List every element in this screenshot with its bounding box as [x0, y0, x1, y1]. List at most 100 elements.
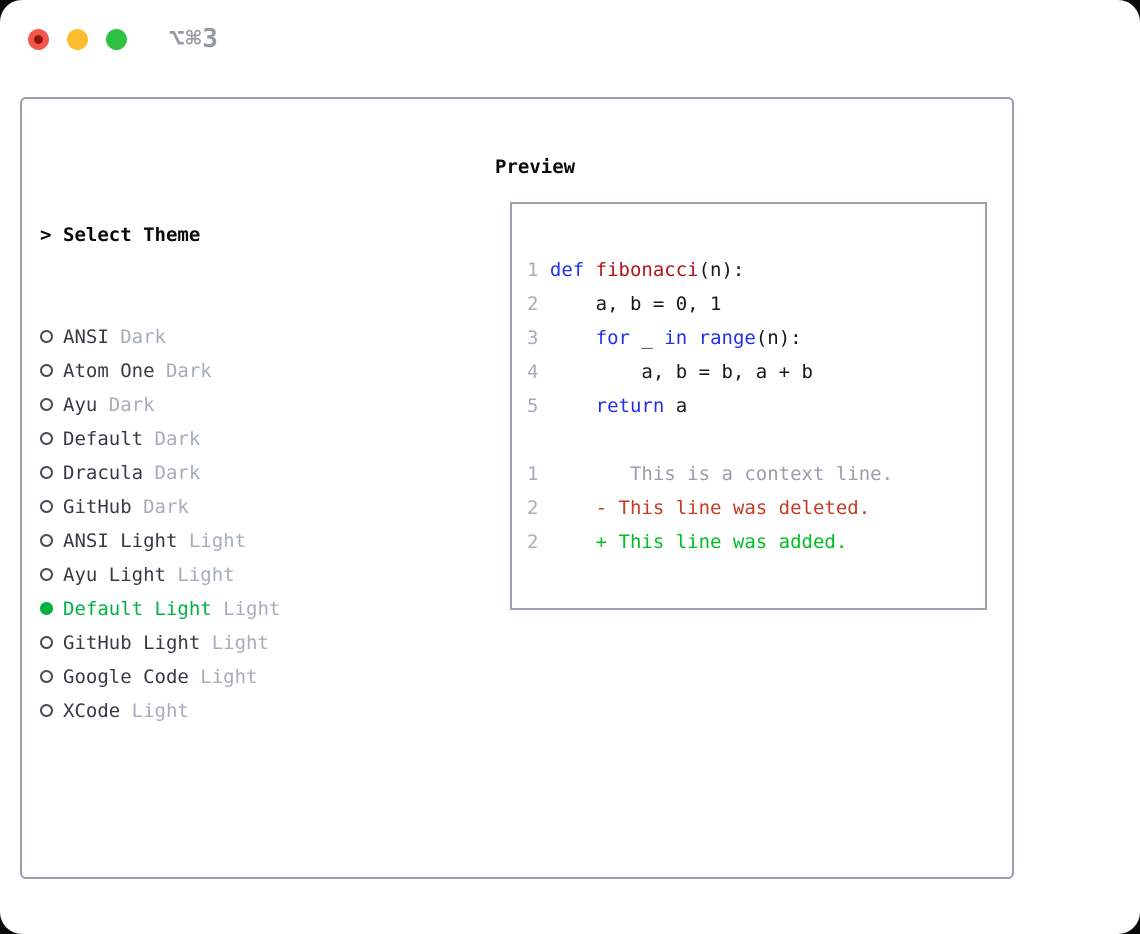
- radio-icon: [40, 432, 53, 445]
- close-button[interactable]: [28, 28, 49, 50]
- code-line: 3 for _ in range(n):: [527, 321, 985, 355]
- option-label: Default: [63, 428, 144, 450]
- radio-icon: [40, 636, 53, 649]
- radio-icon: [40, 398, 53, 411]
- titlebar: ⌥⌘3: [28, 24, 219, 54]
- line-number: 4: [527, 361, 539, 383]
- option-label: GitHub Light: [63, 632, 201, 654]
- option-tag: Dark: [143, 428, 201, 450]
- code-token-kw: range: [698, 327, 756, 349]
- theme-option[interactable]: Ayu Light Light: [40, 558, 360, 592]
- window-title: ⌥⌘3: [169, 24, 219, 54]
- code-token-plain: (n):: [755, 327, 802, 349]
- option-tag: Light: [177, 530, 247, 552]
- code-line: 2 - This line was deleted.: [527, 491, 985, 525]
- option-label: XCode: [63, 700, 121, 722]
- zoom-button[interactable]: [106, 28, 127, 50]
- theme-option[interactable]: GitHub Light Light: [40, 626, 360, 660]
- theme-option[interactable]: Atom One Dark: [40, 354, 360, 388]
- theme-option[interactable]: Ayu Dark: [40, 388, 360, 422]
- option-label: Dracula: [63, 462, 144, 484]
- line-number: 1: [527, 463, 539, 485]
- code-token-kw: in: [664, 327, 688, 349]
- code-line: 2 a, b = 0, 1: [527, 287, 985, 321]
- code-line: 1 def fibonacci(n):: [527, 253, 985, 287]
- code-line: 4 a, b = b, a + b: [527, 355, 985, 389]
- code-line: 1 This is a context line.: [527, 457, 985, 491]
- option-label: ANSI: [63, 326, 109, 348]
- theme-option[interactable]: ANSI Dark: [40, 320, 360, 354]
- code-token-kw: for: [595, 327, 630, 349]
- prompt-icon: >: [40, 224, 52, 246]
- code-token-kw: return: [595, 395, 665, 417]
- line-number: 2: [527, 531, 539, 553]
- line-number: 2: [527, 497, 539, 519]
- option-label: Default Light: [63, 598, 212, 620]
- code-token-fn: fibonacci: [595, 259, 699, 281]
- theme-option[interactable]: Default Light Light: [40, 592, 360, 626]
- code-token-kw: def: [549, 259, 585, 281]
- code-line: 5 return a: [527, 389, 985, 423]
- code-token-add: + This line was added.: [549, 531, 848, 553]
- option-label: GitHub: [63, 496, 132, 518]
- option-label: Atom One: [63, 360, 155, 382]
- radio-icon: [40, 330, 53, 343]
- option-tag: Light: [120, 700, 189, 722]
- theme-option[interactable]: GitHub Dark: [40, 490, 360, 524]
- theme-option[interactable]: Default Dark: [40, 422, 360, 456]
- line-number: 5: [527, 395, 539, 417]
- code-token-plain: a, b = b, a + b: [549, 361, 813, 383]
- radio-icon: [40, 670, 53, 683]
- option-label: Ayu Light: [63, 564, 166, 586]
- code-line: 2 + This line was added.: [527, 525, 985, 559]
- option-label: Ayu: [63, 394, 98, 416]
- radio-icon: [40, 534, 53, 547]
- option-tag: Light: [200, 632, 269, 654]
- line-number: 1: [527, 259, 539, 281]
- select-theme-header-row: >Select Theme: [40, 218, 360, 252]
- spacer: [40, 796, 360, 864]
- theme-option[interactable]: XCode Light: [40, 694, 360, 728]
- radio-icon: [40, 568, 53, 581]
- code-token-ctx: This is a context line.: [549, 463, 894, 485]
- option-label: ANSI Light: [63, 530, 178, 552]
- option-tag: Light: [211, 598, 281, 620]
- radio-icon: [40, 364, 53, 377]
- theme-option[interactable]: ANSI Light Light: [40, 524, 360, 558]
- option-label: Google Code: [63, 666, 189, 688]
- close-dot-icon: [34, 34, 43, 44]
- code-token-plain: a, b = 0, 1: [549, 293, 722, 315]
- option-tag: Dark: [143, 462, 201, 484]
- minimize-button[interactable]: [67, 28, 88, 50]
- option-tag: Dark: [108, 326, 166, 348]
- code-token-plain: a: [664, 395, 688, 417]
- code-token-plain: [550, 327, 596, 349]
- code-token-plain: [584, 259, 595, 281]
- code-line: [527, 423, 985, 457]
- code-token-plain: [687, 327, 698, 349]
- option-tag: Dark: [154, 360, 212, 382]
- preview-header: Preview: [495, 156, 576, 178]
- code-token-plain: [550, 395, 596, 417]
- line-number: 3: [527, 327, 539, 349]
- theme-option[interactable]: Dracula Dark: [40, 456, 360, 490]
- code-token-plain: (n):: [698, 259, 745, 281]
- theme-option[interactable]: Google Code Light: [40, 660, 360, 694]
- radio-icon: [40, 704, 53, 717]
- radio-icon: [40, 500, 53, 513]
- option-tag: Dark: [97, 394, 155, 416]
- option-tag: Dark: [131, 496, 189, 518]
- code-token-plain: _: [629, 327, 665, 349]
- option-tag: Light: [165, 564, 235, 586]
- option-tag: Light: [188, 666, 258, 688]
- radio-icon: [40, 466, 53, 479]
- code-token-del: - This line was deleted.: [549, 497, 871, 519]
- radio-selected-icon: [40, 602, 53, 615]
- line-number: 2: [527, 293, 539, 315]
